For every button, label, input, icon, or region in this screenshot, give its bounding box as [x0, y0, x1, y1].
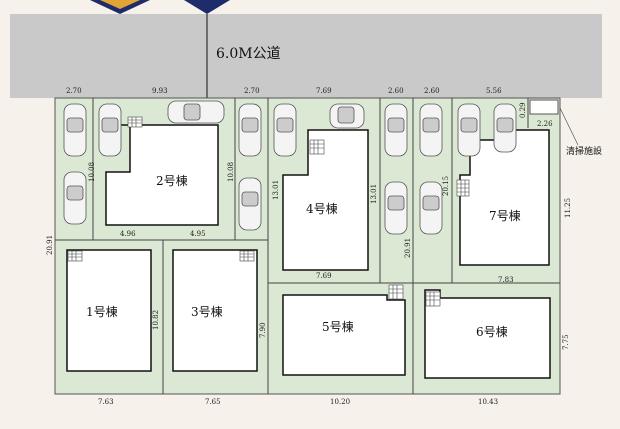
entry-hatches: [67, 116, 470, 307]
dim-bottom-1: 7.65: [205, 398, 221, 406]
entry-hatch-b2: [127, 116, 143, 128]
building-3-label: 3号棟: [191, 304, 223, 319]
dim-top-1: 9.93: [152, 87, 168, 95]
dim-b5-left: 7.90: [259, 322, 267, 338]
parked-cars: [63, 100, 517, 235]
car-icon: [63, 171, 87, 225]
building-4: 4号棟: [282, 129, 369, 271]
dim-top-5: 2.60: [424, 87, 440, 95]
dim-top-0: 2.70: [66, 87, 82, 95]
dim-bottom-0: 7.63: [98, 398, 114, 406]
dim-b6-right-top: 20.15: [442, 176, 450, 196]
building-4-label: 4号棟: [306, 201, 338, 216]
entry-hatch-b4: [309, 139, 325, 155]
dim-b4-left: 13.01: [272, 180, 280, 200]
car-icon: [457, 103, 481, 157]
entry-hatch-b3: [239, 250, 255, 262]
building-2: 2号棟: [105, 124, 219, 226]
dim-top-4: 2.60: [388, 87, 404, 95]
building-2-label: 2号棟: [156, 173, 188, 188]
top-banner-decoration: [90, 0, 230, 14]
car-icon: [273, 103, 297, 157]
facility-leader-line: [559, 107, 579, 146]
building-5: 5号棟: [282, 294, 406, 376]
car-icon: [419, 103, 443, 157]
car-icon: [493, 103, 517, 153]
building-7-label: 7号棟: [489, 208, 521, 223]
entry-hatch-b1: [67, 250, 83, 262]
entry-hatch-b5: [388, 284, 404, 300]
dim-lot5-left: 20.91: [404, 238, 412, 258]
dim-b2-bottom-left: 4.96: [120, 230, 136, 238]
car-icon: [419, 181, 443, 235]
dim-top-7: 0.29: [519, 102, 527, 118]
dim-lot1-left: 20.91: [46, 235, 54, 255]
entry-hatch-b6: [425, 291, 441, 307]
dim-b2-bottom-right: 4.95: [190, 230, 206, 238]
car-icon: [63, 103, 87, 157]
dim-bottom-2: 10.20: [330, 398, 350, 406]
dim-b4-bottom: 7.69: [316, 272, 332, 280]
car-icon: [329, 103, 365, 129]
dim-b4-right: 13.01: [370, 184, 378, 204]
dim-b2-right: 10.08: [227, 162, 235, 182]
car-icon: [238, 177, 262, 231]
facility-label: 清掃施設: [566, 145, 602, 157]
dim-top-2: 2.70: [244, 87, 260, 95]
building-7: 7号棟: [459, 129, 550, 266]
cleaning-facility: [529, 99, 559, 115]
road-label: 6.0M公道: [216, 46, 281, 62]
entry-hatch-b7: [456, 179, 470, 197]
dim-top-6: 5.56: [486, 87, 502, 95]
building-6-label: 6号棟: [476, 324, 508, 339]
building-6: 6号棟: [424, 289, 551, 379]
car-icon: [167, 100, 225, 124]
dim-b3-between: 10.82: [152, 310, 160, 330]
building-3: 3号棟: [172, 249, 258, 372]
building-5-label: 5号棟: [322, 319, 354, 334]
public-road: [10, 14, 602, 98]
dim-bottom-3: 10.43: [478, 398, 498, 406]
car-icon: [98, 103, 122, 157]
car-icon: [384, 181, 408, 235]
dim-b6-height: 7.75: [562, 334, 570, 350]
building-1-label: 1号棟: [86, 304, 118, 319]
building-1: 1号棟: [66, 249, 152, 372]
dim-b7-height: 11.25: [564, 198, 572, 218]
dim-top-3: 7.69: [316, 87, 332, 95]
dim-b7-right: 2.26: [537, 120, 553, 128]
car-icon: [238, 103, 262, 157]
dimension-labels: 2.70 9.93 2.70 7.69 2.60 2.60 5.56 0.29 …: [46, 87, 572, 406]
dim-b2-left: 10.08: [88, 162, 96, 182]
car-icon: [384, 103, 408, 157]
dim-b7-bottom: 7.83: [498, 276, 514, 284]
